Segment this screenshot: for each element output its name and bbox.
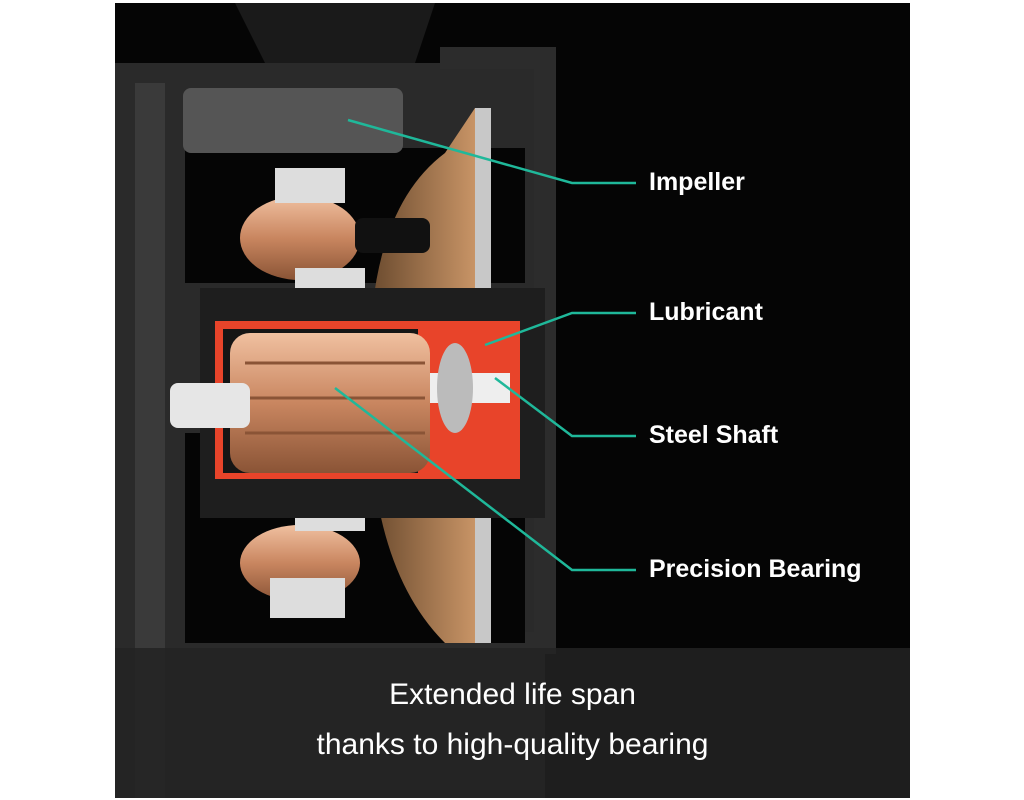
leader-line-impeller: [347, 118, 636, 185]
caption-banner: Extended life span thanks to high-qualit…: [115, 648, 910, 798]
callout-impeller: Impeller: [649, 168, 745, 196]
callout-lubricant: Lubricant: [649, 298, 763, 326]
callout-precision-bearing: Precision Bearing: [649, 555, 862, 583]
leader-line-steel-shaft: [494, 377, 636, 438]
leader-lines: [334, 118, 636, 572]
caption-line-2: thanks to high-quality bearing: [316, 728, 709, 761]
motor-cutaway-illustration: Impeller Lubricant Steel Shaft Precision…: [115, 3, 910, 798]
callout-steel-shaft: Steel Shaft: [649, 421, 779, 449]
leader-line-precision-bearing: [334, 387, 636, 572]
motor-cutaway-drawing: [115, 3, 556, 798]
leader-line-lubricant: [484, 311, 636, 347]
caption-line-1: Extended life span: [389, 678, 636, 711]
